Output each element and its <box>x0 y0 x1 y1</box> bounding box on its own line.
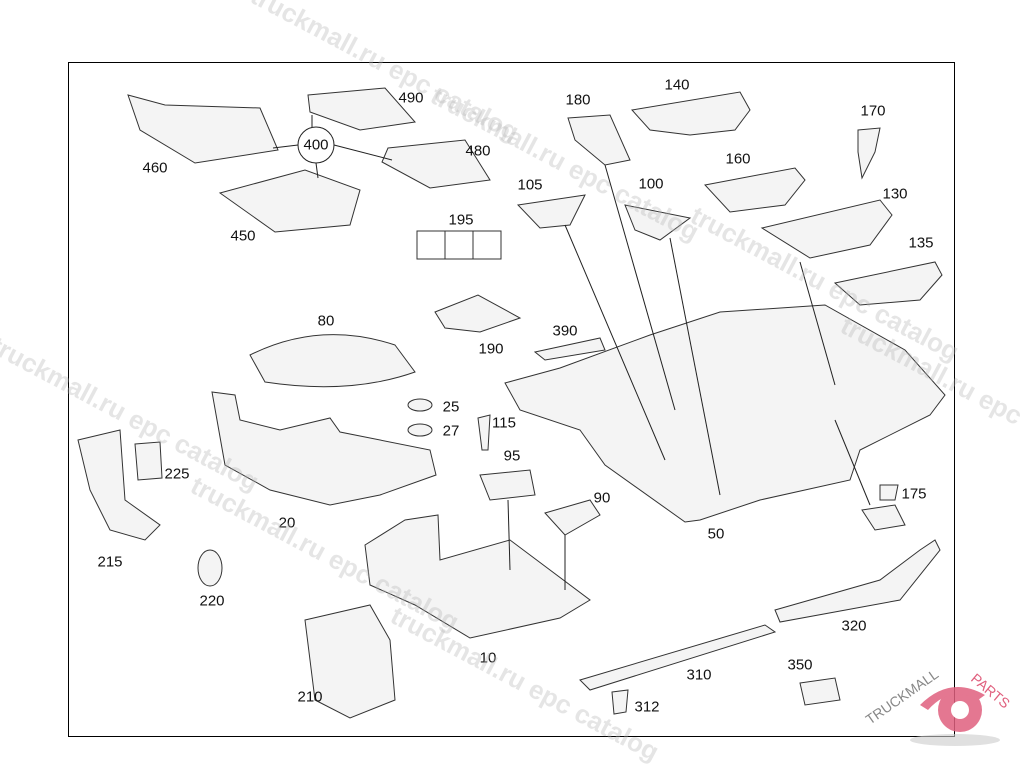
callout-50[interactable]: 50 <box>707 525 725 543</box>
callout-180[interactable]: 180 <box>565 91 591 109</box>
svg-text:TRUCKMALL: TRUCKMALL <box>863 666 942 728</box>
callout-390[interactable]: 390 <box>552 322 578 340</box>
leader-lines <box>272 115 871 590</box>
warning-label <box>416 230 502 260</box>
callout-170[interactable]: 170 <box>860 102 886 120</box>
callout-25[interactable]: 25 <box>442 398 460 416</box>
trunk-floor-panel-80 <box>249 334 416 388</box>
callout-10[interactable]: 10 <box>479 649 497 667</box>
callout-400[interactable]: 400 <box>303 136 329 154</box>
callout-80[interactable]: 80 <box>317 312 335 330</box>
diagram-frame <box>68 62 955 737</box>
callout-310[interactable]: 310 <box>686 666 712 684</box>
callout-210[interactable]: 210 <box>297 688 323 706</box>
callout-27[interactable]: 27 <box>442 422 460 440</box>
callout-130[interactable]: 130 <box>882 185 908 203</box>
callout-135[interactable]: 135 <box>908 234 934 252</box>
callout-215[interactable]: 215 <box>97 553 123 571</box>
parts-drawing <box>77 87 946 719</box>
callout-90[interactable]: 90 <box>593 489 611 507</box>
front-floor-10 <box>364 514 591 639</box>
callout-175[interactable]: 175 <box>901 485 927 503</box>
callout-480[interactable]: 480 <box>465 142 491 160</box>
callout-115[interactable]: 115 <box>492 414 516 432</box>
callout-195[interactable]: 195 <box>448 211 474 229</box>
rear-floor-20 <box>211 391 437 506</box>
callout-320[interactable]: 320 <box>841 617 867 635</box>
main-floor-50 <box>504 304 946 523</box>
callout-450[interactable]: 450 <box>230 227 256 245</box>
callout-100[interactable]: 100 <box>638 175 664 193</box>
callout-190[interactable]: 190 <box>478 340 504 358</box>
callout-140[interactable]: 140 <box>664 76 690 94</box>
callout-95[interactable]: 95 <box>503 447 521 465</box>
callout-225[interactable]: 225 <box>164 465 190 483</box>
callout-350[interactable]: 350 <box>787 656 813 674</box>
floor-mats <box>127 87 491 233</box>
callout-20[interactable]: 20 <box>278 514 296 532</box>
callout-160[interactable]: 160 <box>725 150 751 168</box>
callout-105[interactable]: 105 <box>517 176 543 194</box>
trays <box>77 91 943 719</box>
callout-490[interactable]: 490 <box>398 89 424 107</box>
callout-220[interactable]: 220 <box>199 592 225 610</box>
truckmallparts-logo: TRUCKMALL PARTS <box>863 666 1013 746</box>
callout-312[interactable]: 312 <box>634 698 660 716</box>
callout-460[interactable]: 460 <box>142 159 168 177</box>
